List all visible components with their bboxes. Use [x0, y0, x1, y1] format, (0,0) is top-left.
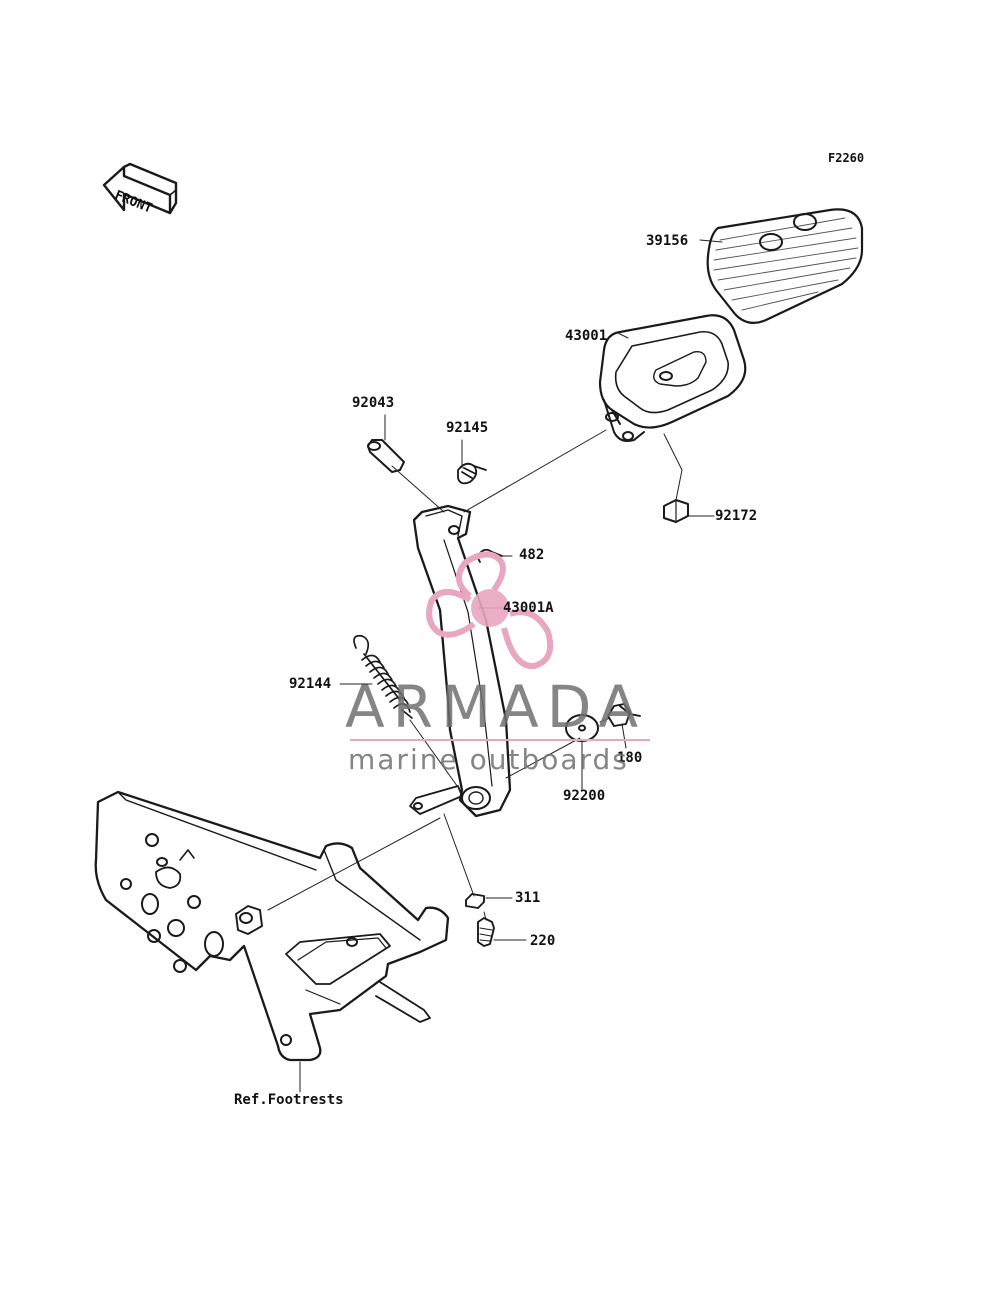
- footrest-bracket-drawing: [94, 790, 450, 1062]
- pedal-pad-drawing: [706, 208, 864, 325]
- part-label-43001[interactable]: 43001: [565, 328, 608, 344]
- part-label-220[interactable]: 220: [530, 933, 556, 949]
- nut-drawing: [465, 893, 485, 909]
- part-label-92144[interactable]: 92144: [289, 676, 332, 692]
- part-label-92043[interactable]: 92043: [352, 395, 395, 411]
- bolt-92172-drawing: [663, 499, 689, 523]
- watermark-title: ARMADA: [345, 673, 647, 741]
- part-label-311[interactable]: 311: [515, 890, 541, 906]
- reference-label: Ref.Footrests: [234, 1092, 344, 1108]
- watermark-subtitle: marine outboards: [348, 743, 629, 776]
- leader-lines: [267, 239, 723, 1093]
- part-label-39156[interactable]: 39156: [646, 233, 689, 249]
- pedal-plate-drawing: [598, 314, 747, 442]
- part-label-43001a[interactable]: 43001A: [503, 600, 554, 616]
- return-spring-drawing: [353, 634, 413, 719]
- front-arrow-icon: [102, 162, 178, 215]
- diagram-code: F2260: [828, 151, 865, 165]
- bolt-180-drawing: [607, 703, 641, 727]
- part-label-180[interactable]: 180: [617, 750, 643, 766]
- part-label-482[interactable]: 482: [519, 547, 545, 563]
- armada-logo-icon: [426, 551, 554, 670]
- part-label-92172[interactable]: 92172: [715, 508, 758, 524]
- part-label-92200[interactable]: 92200: [563, 788, 606, 804]
- part-label-92145[interactable]: 92145: [446, 420, 489, 436]
- pivot-pin-drawing: [367, 439, 405, 473]
- clip-spring-drawing: [457, 462, 487, 485]
- bolt-220-drawing: [477, 917, 495, 947]
